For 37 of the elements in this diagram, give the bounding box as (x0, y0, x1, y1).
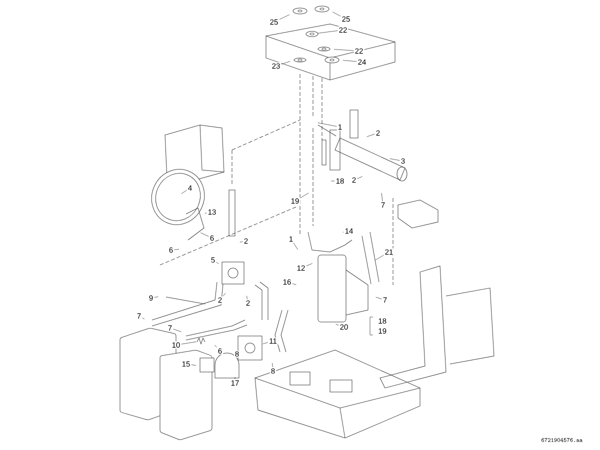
washer (306, 31, 318, 37)
leader-line (318, 30, 338, 34)
leader-line (376, 297, 382, 300)
leader-line (181, 190, 187, 194)
leader-line (342, 60, 357, 62)
leader-line (300, 192, 309, 198)
leader-line (366, 134, 375, 137)
leader-line (293, 242, 298, 250)
leader-line (390, 158, 400, 161)
leader-line (292, 283, 296, 285)
leader-line (336, 324, 339, 326)
leader-line (142, 318, 145, 320)
leader-line (214, 344, 217, 348)
leader-line (200, 232, 209, 237)
leader-line (332, 12, 341, 16)
leader-line (262, 342, 268, 344)
leader-line (334, 49, 354, 51)
spring-drawing (196, 338, 206, 344)
leader-line (375, 254, 384, 260)
leader-line (234, 376, 236, 380)
leader-line (222, 292, 226, 296)
leader-line (174, 249, 180, 250)
leader-line (272, 362, 273, 368)
leader-line (279, 14, 290, 20)
leader-line (154, 296, 158, 298)
leader-line (246, 296, 248, 300)
leader-line (240, 241, 243, 242)
leader-line (306, 263, 312, 266)
leader-line (357, 176, 362, 179)
leader-line (216, 262, 219, 264)
leader-line (281, 61, 290, 64)
leader-line (181, 342, 196, 344)
leader-line (318, 122, 337, 127)
leader-line (173, 328, 182, 332)
leader-line (330, 180, 335, 182)
leader-line (191, 364, 196, 366)
leader-line (381, 192, 383, 202)
